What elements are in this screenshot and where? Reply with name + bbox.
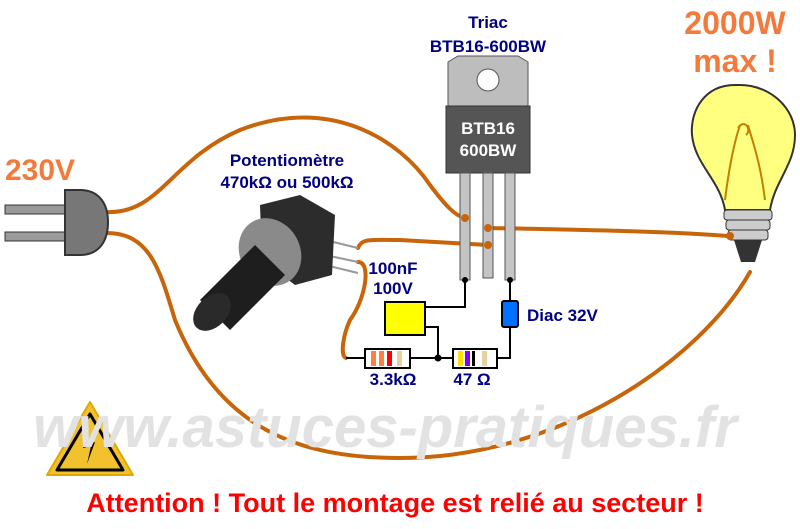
resistor-47-label: 47 Ω [453,370,490,389]
high-voltage-warning-icon [46,401,134,476]
power-max-line2: max ! [693,43,777,79]
triac-marking-line2: 600BW [460,141,518,160]
diac-label: Diac 32V [527,306,599,325]
wire-triac-to-bulb [486,226,730,238]
wire-plug-to-triac [103,115,467,220]
light-bulb-icon [690,84,797,262]
capacitor-voltage: 100V [373,279,413,298]
watermark: www.astuces-pratiques.fr [33,395,740,460]
triac-part-number: BTB16-600BW [430,37,547,56]
resistor-3k3 [364,348,411,369]
capacitor [384,301,426,336]
mains-plug [4,189,110,256]
wire-plug-to-bulb [103,230,752,461]
capacitor-value: 100nF [368,259,417,278]
potentiometer-value: 470kΩ ou 500kΩ [220,173,353,192]
mains-warning-text: Attention ! Tout le montage est relié au… [86,488,704,518]
diac [501,300,519,328]
potentiometer-image [193,195,359,331]
wire-pot-to-resistor [340,260,368,360]
power-max-line1: 2000W [684,5,786,41]
resistor-47 [452,348,498,369]
triac-title: Triac [468,13,508,32]
wire-pot-to-triac [356,237,490,250]
mains-voltage-label: 230V [5,154,75,187]
triac-marking-line1: BTB16 [461,119,515,138]
resistor-3k3-label: 3.3kΩ [370,370,417,389]
schematic-lines [346,277,513,362]
potentiometer-title: Potentiomètre [230,151,344,170]
